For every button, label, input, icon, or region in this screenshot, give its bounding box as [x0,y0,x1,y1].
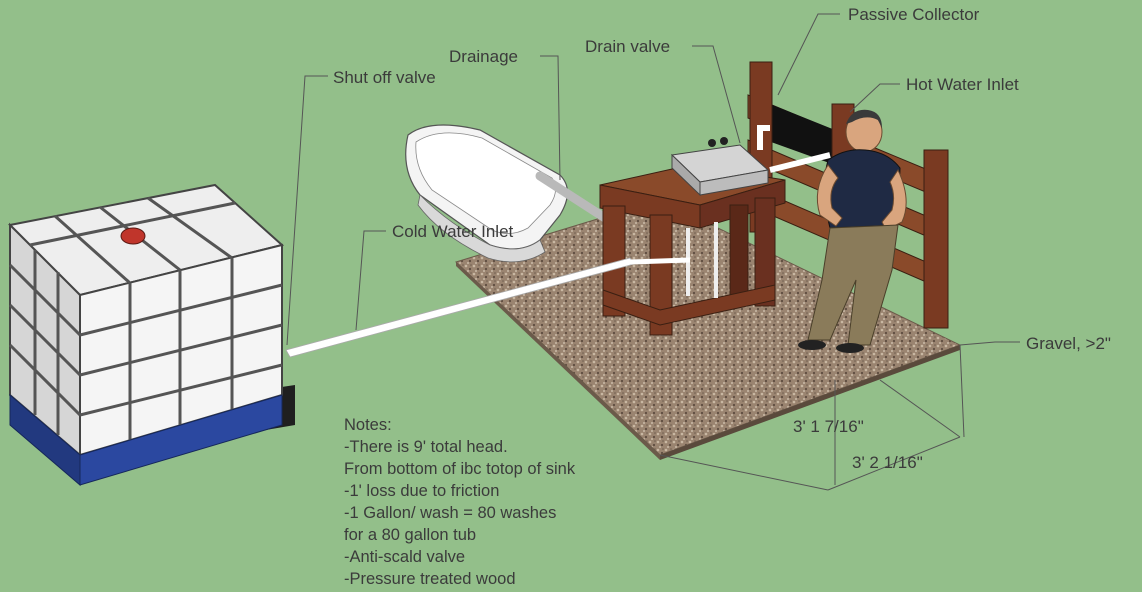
notes-line: -Pressure treated wood [344,570,516,588]
collector-panel [760,100,835,165]
label-passive-collector: Passive Collector [848,5,980,24]
notes-line: -1 Gallon/ wash = 80 washes [344,504,557,522]
ibc-tank [7,183,295,487]
label-gravel: Gravel, >2" [1026,334,1111,353]
label-drainage: Drainage [449,47,518,66]
notes-line: -1' loss due to friction [344,482,500,500]
label-dimension-width: 3' 1 7/16" [793,417,864,436]
cold-water-pipe [285,257,691,358]
bathtub [405,124,569,263]
hot-water-pipe [757,125,770,150]
notes-line: -There is 9' total head. [344,438,508,456]
label-cold-water-inlet: Cold Water Inlet [392,222,514,241]
label-shut-off-valve: Shut off valve [333,68,436,87]
label-hot-water-inlet: Hot Water Inlet [906,75,1019,94]
label-drain-valve: Drain valve [585,37,671,56]
label-dimension-depth: 3' 2 1/16" [852,453,923,472]
notes-line: for a 80 gallon tub [344,526,477,544]
ibc-cap [120,227,146,245]
notes-line: From bottom of ibc totop of sink [344,460,576,478]
leader-lines [286,13,1020,491]
person-figure [798,109,907,353]
notes-block: Notes: -There is 9' total head. From bot… [344,414,575,590]
sink-basin [670,137,770,197]
notes-line: -Anti-scald valve [344,548,466,566]
notes-heading: Notes: [344,416,392,434]
drainage-pipe [535,171,610,223]
